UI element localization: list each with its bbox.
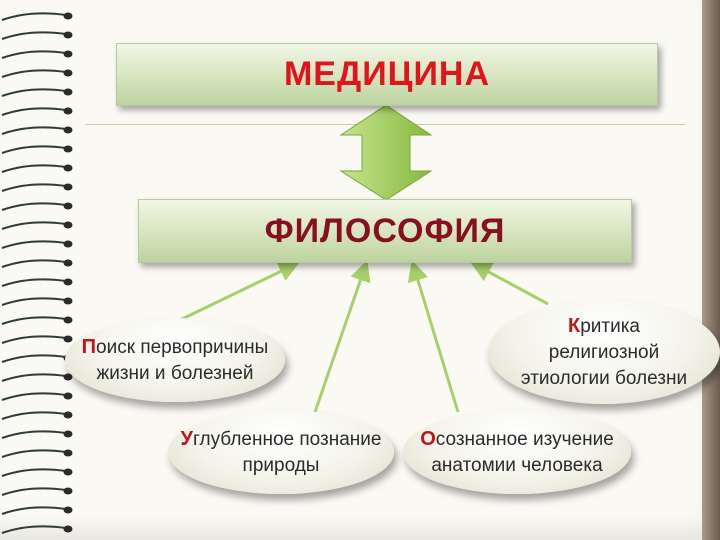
node-line-2: природы (242, 454, 320, 476)
double-arrow (339, 104, 433, 201)
node-text: Критика религиозной этиологии болезни (521, 313, 687, 392)
node-line-2: жизни и болезней (96, 362, 254, 384)
binding-ring (1, 506, 73, 515)
slide-frame-edge (702, 0, 720, 540)
binding-ring (1, 50, 73, 59)
binding-ring (1, 335, 73, 344)
binding-ring (1, 12, 73, 21)
node-text: Поиск первопричины жизни и болезней (82, 334, 269, 387)
node-text: Углубленное познание природы (181, 426, 382, 479)
node-line-1: глубленное познание (192, 428, 382, 450)
philosophy-box: ФИЛОСОФИЯ (138, 199, 632, 263)
binding-ring (1, 373, 73, 382)
node-first-letter: О (420, 427, 436, 450)
node-line-1: сознанное изучение (435, 428, 614, 450)
connector-line-2 (313, 260, 371, 413)
binding-ring (1, 468, 73, 477)
binding-ring (1, 202, 73, 211)
binding-ring (1, 145, 73, 154)
spiral-binding (1, 12, 73, 534)
binding-ring (1, 525, 73, 534)
binding-ring (1, 31, 73, 40)
binding-ring (1, 297, 73, 306)
medicine-title: МЕДИЦИНА (283, 55, 491, 93)
binding-ring (1, 392, 73, 401)
binding-ring (1, 430, 73, 439)
medicine-box: МЕДИЦИНА (116, 43, 658, 106)
connector-line-4 (470, 262, 549, 306)
node-text: Осознанное изучение анатомии человека (420, 426, 614, 479)
node-first-letter: К (567, 314, 581, 337)
binding-ring (1, 259, 73, 268)
binding-ring (1, 164, 73, 173)
connector-line-3 (407, 259, 460, 413)
node-line-3: этиологии болезни (520, 367, 688, 389)
node-line-2: анатомии человека (431, 454, 603, 476)
binding-ring (1, 411, 73, 420)
node-first-letter: У (180, 427, 193, 450)
node-line-1: оиск первопричины (96, 336, 269, 358)
binding-ring (1, 316, 73, 325)
binding-ring (1, 240, 73, 249)
binding-ring (1, 107, 73, 116)
binding-ring (1, 221, 73, 230)
node-search-causes: Поиск первопричины жизни и болезней (65, 318, 285, 402)
node-line-1: ритика (580, 315, 640, 337)
binding-ring (1, 449, 73, 458)
node-line-2: религиозной (548, 341, 660, 363)
connector-line-1 (179, 261, 300, 322)
node-critique: Критика религиозной этиологии болезни (488, 300, 720, 404)
binding-ring (1, 278, 73, 287)
binding-ring (1, 126, 73, 135)
binding-ring (1, 69, 73, 78)
node-anatomy-study: Осознанное изучение анатомии человека (403, 410, 631, 494)
philosophy-title: ФИЛОСОФИЯ (264, 211, 506, 250)
node-first-letter: П (81, 335, 97, 358)
binding-ring (1, 487, 73, 496)
binding-ring (1, 88, 73, 97)
node-nature-knowledge: Углубленное познание природы (168, 410, 394, 494)
binding-ring (1, 183, 73, 192)
